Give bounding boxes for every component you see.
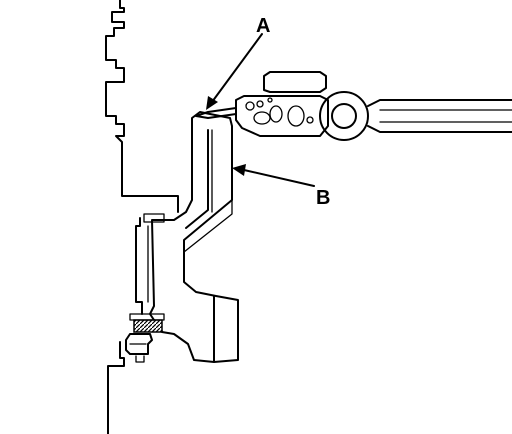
leader-line-b	[243, 169, 315, 187]
lower-fitting	[125, 333, 153, 355]
indicator-top-block	[263, 71, 327, 93]
leader-arrowhead-a	[206, 96, 218, 110]
indicator-hole-2	[256, 100, 264, 108]
indicator-dial-outer	[319, 91, 369, 141]
left-channel	[135, 217, 143, 315]
part-b-outline	[149, 111, 239, 363]
leader-line-a	[211, 33, 263, 103]
indicator-hole-5	[287, 105, 305, 127]
indicator-arm-lower	[367, 125, 512, 133]
dial-indicator	[195, 71, 512, 141]
leader-arrowhead-b	[232, 164, 246, 176]
indicator-hole-4	[269, 105, 283, 123]
indicator-hole-6	[267, 97, 273, 103]
indicator-arm	[367, 99, 512, 107]
indicator-dial-inner	[331, 103, 357, 129]
callout-label-b: B	[316, 187, 330, 209]
housing-lower-edge	[107, 341, 125, 434]
hatched-seal	[133, 319, 163, 333]
upper-small-block	[143, 213, 165, 223]
seal-top-plate	[129, 313, 165, 321]
callout-label-a: A	[256, 15, 270, 37]
indicator-hole-7	[306, 116, 314, 124]
part-b-inner-line-3	[183, 199, 233, 253]
indicator-hole-1	[245, 101, 255, 111]
lower-fitting-detail	[129, 343, 147, 363]
part-b-inner-line-1	[185, 129, 209, 229]
housing-left-edge	[105, 0, 179, 213]
indicator-hole-3	[253, 111, 271, 125]
indicator-stylus	[195, 107, 237, 119]
